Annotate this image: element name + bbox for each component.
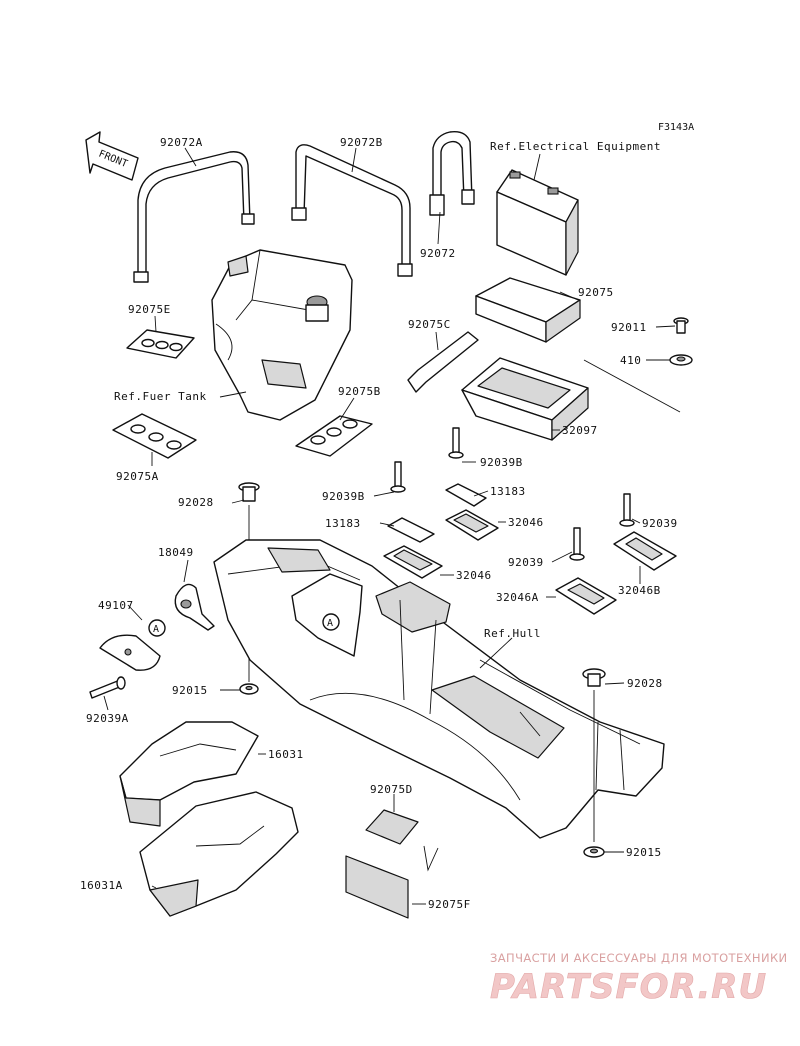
hull-shape: A bbox=[213, 539, 665, 839]
label-ref-electrical-equipment: Ref.Electrical Equipment bbox=[490, 140, 661, 153]
bolt-92039A-shape bbox=[89, 676, 126, 699]
strip-92075C-shape bbox=[407, 331, 479, 393]
label-18049: 18049 bbox=[158, 546, 194, 559]
bracket-32046A-shape bbox=[555, 577, 617, 615]
label-92028-1: 92028 bbox=[178, 496, 214, 509]
label-92075F: 92075F bbox=[428, 898, 471, 911]
bolt-92039-1-shape bbox=[569, 527, 585, 561]
decal-92075D-shape bbox=[365, 809, 419, 845]
label-32046B: 32046B bbox=[618, 584, 661, 597]
part-18049-shape bbox=[174, 583, 215, 631]
cover-16031-shape bbox=[119, 721, 259, 827]
label-92075E: 92075E bbox=[128, 303, 171, 316]
nut-92015-2-shape bbox=[583, 846, 605, 858]
bolt-92011-shape bbox=[673, 317, 689, 334]
diagram-code: F3143A bbox=[658, 122, 694, 133]
label-32046-2: 32046 bbox=[456, 569, 492, 582]
label-16031A: 16031A bbox=[80, 879, 123, 892]
battery-case-32097-shape bbox=[461, 357, 681, 441]
collar-410-shape bbox=[669, 354, 693, 366]
label-92011: 92011 bbox=[611, 321, 647, 334]
strap-92072-shape bbox=[429, 131, 475, 216]
label-92072: 92072 bbox=[420, 247, 456, 260]
strap-92072A-shape bbox=[133, 151, 255, 283]
label-13183-2: 13183 bbox=[325, 517, 361, 530]
cover-16031A-shape bbox=[139, 791, 299, 917]
bolt-92039-2-shape bbox=[619, 493, 635, 527]
plug-92028-1-shape bbox=[238, 482, 260, 502]
label-92015-2: 92015 bbox=[626, 846, 662, 859]
label-ref-hull: Ref.Hull bbox=[484, 627, 541, 640]
nut-92015-1-shape bbox=[239, 683, 259, 695]
circle-marker-a-icon bbox=[148, 619, 166, 637]
decal-92075F-shape bbox=[345, 855, 409, 919]
label-32046A: 32046A bbox=[496, 591, 539, 604]
front-arrow-icon: FRONT bbox=[85, 131, 139, 181]
bracket-13183-1-shape bbox=[445, 483, 487, 507]
label-ref-fuel-tank: Ref.Fuer Tank bbox=[114, 390, 207, 403]
pad-92075B-shape bbox=[295, 415, 373, 457]
label-92039B-1: 92039B bbox=[480, 456, 523, 469]
bolt-92039B-2-shape bbox=[390, 461, 406, 493]
label-92015-1: 92015 bbox=[172, 684, 208, 697]
watermark-tagline: ЗАПЧАСТИ И АКСЕССУАРЫ ДЛЯ МОТОТЕХНИКИ bbox=[490, 951, 788, 965]
part-49107-shape bbox=[99, 634, 161, 671]
circle-marker-label: A bbox=[153, 624, 159, 635]
label-92039A: 92039A bbox=[86, 712, 129, 725]
strap-92072B-shape bbox=[291, 144, 413, 277]
label-92039-1: 92039 bbox=[508, 556, 544, 569]
watermark-brand-logo: PARTSFOR.RU bbox=[490, 967, 767, 1007]
label-13183-1: 13183 bbox=[490, 485, 526, 498]
battery-shape bbox=[496, 169, 579, 276]
bolt-92039B-1-shape bbox=[448, 427, 464, 459]
label-92075A: 92075A bbox=[116, 470, 159, 483]
pad-92075A-shape bbox=[112, 413, 197, 459]
label-92075C: 92075C bbox=[408, 318, 451, 331]
label-410: 410 bbox=[620, 354, 641, 367]
bracket-13183-2-shape bbox=[387, 517, 435, 543]
label-92072B: 92072B bbox=[340, 136, 383, 149]
pad-92075E-shape bbox=[126, 329, 195, 359]
bracket-32046-1-shape bbox=[445, 509, 499, 541]
plug-92028-2-shape bbox=[582, 668, 606, 687]
leader-lines bbox=[103, 147, 676, 905]
label-92039B-2: 92039B bbox=[322, 490, 365, 503]
bracket-32046-2-shape bbox=[383, 545, 443, 579]
label-92039-2: 92039 bbox=[642, 517, 678, 530]
label-49107: 49107 bbox=[98, 599, 134, 612]
label-92075: 92075 bbox=[578, 286, 614, 299]
label-92028-2: 92028 bbox=[627, 677, 663, 690]
label-32046-1: 32046 bbox=[508, 516, 544, 529]
label-92075D: 92075D bbox=[370, 783, 413, 796]
label-92075B: 92075B bbox=[338, 385, 381, 398]
label-16031: 16031 bbox=[268, 748, 304, 761]
label-32097: 32097 bbox=[562, 424, 598, 437]
bracket-32046B-shape bbox=[613, 531, 677, 571]
battery-tray-92075-shape bbox=[475, 277, 581, 343]
fuel-tank-shape bbox=[211, 249, 353, 421]
label-92072A: 92072A bbox=[160, 136, 203, 149]
circle-marker-hull: A bbox=[327, 618, 333, 629]
